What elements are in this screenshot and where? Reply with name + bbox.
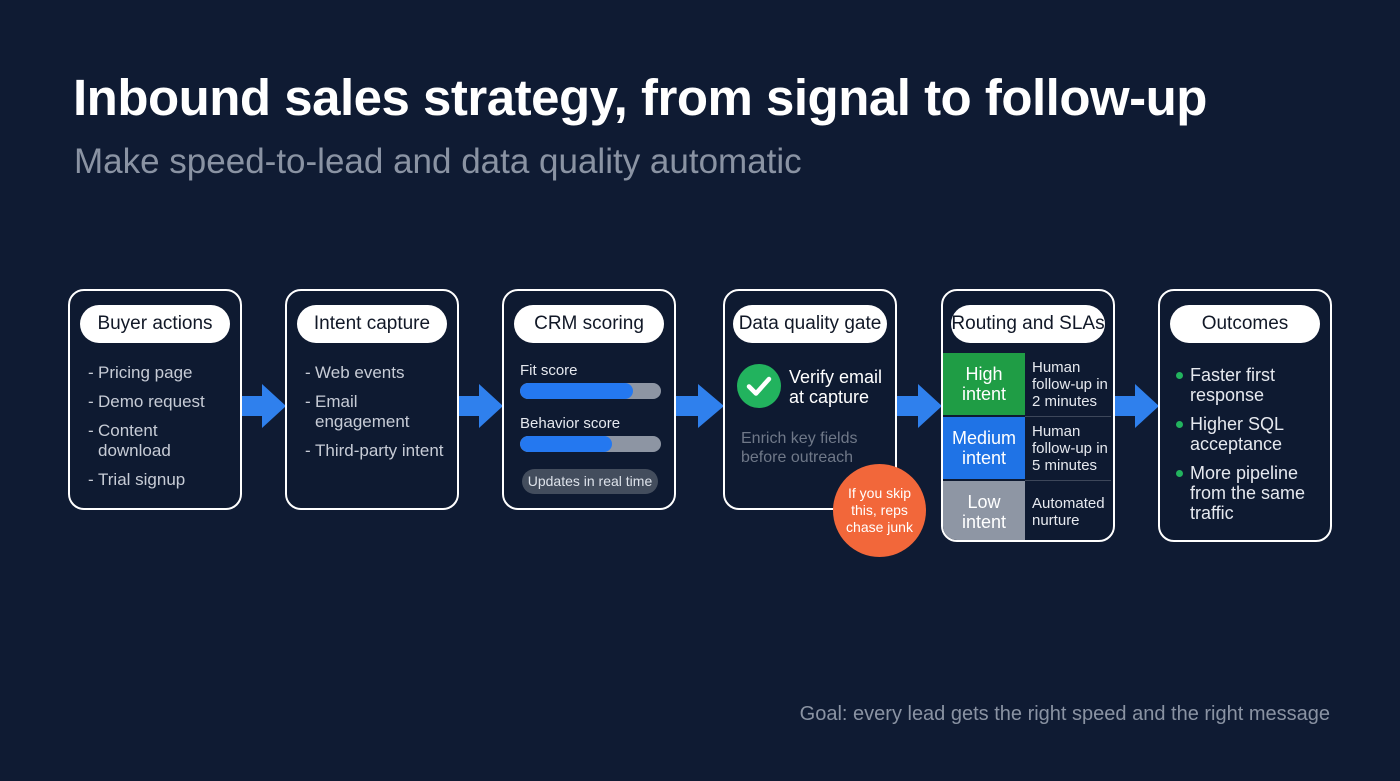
routing-row-medium: Medium intent Human follow-up in 5 minut… bbox=[943, 417, 1113, 480]
stage-buyer-actions: Buyer actions Pricing page Demo request … bbox=[68, 289, 242, 510]
stage-title: Buyer actions bbox=[80, 305, 230, 343]
list-item: Content download bbox=[88, 421, 232, 461]
list-item: Web events bbox=[305, 363, 449, 383]
list-item: Trial signup bbox=[88, 470, 232, 490]
page-title: Inbound sales strategy, from signal to f… bbox=[73, 69, 1207, 126]
low-intent-badge: Low intent bbox=[943, 481, 1025, 540]
medium-intent-sla: Human follow-up in 5 minutes bbox=[1032, 422, 1108, 474]
routing-row-low: Low intent Automated nurture bbox=[943, 481, 1113, 540]
flow-arrow-icon bbox=[676, 384, 724, 428]
intent-capture-list: Web events Email engagement Third-party … bbox=[305, 363, 449, 470]
fit-score-fill bbox=[520, 383, 633, 399]
routing-row-high: High intent Human follow-up in 2 minutes bbox=[943, 353, 1113, 416]
stage-title: Routing and SLAs bbox=[951, 305, 1105, 343]
stage-intent-capture: Intent capture Web events Email engageme… bbox=[285, 289, 459, 510]
list-item: Faster first response bbox=[1176, 365, 1322, 405]
enrich-fields-text: Enrich key fields before outreach bbox=[741, 430, 858, 466]
warning-text: If you skip this, reps chase junk bbox=[846, 485, 913, 535]
list-item: More pipeline from the same traffic bbox=[1176, 463, 1322, 523]
flow-arrow-icon bbox=[897, 384, 942, 428]
behavior-score-bar bbox=[520, 436, 661, 452]
stage-title: CRM scoring bbox=[514, 305, 664, 343]
buyer-actions-list: Pricing page Demo request Content downlo… bbox=[88, 363, 232, 499]
list-item: Demo request bbox=[88, 392, 232, 412]
low-intent-sla: Automated nurture bbox=[1032, 495, 1105, 529]
list-item: Third-party intent bbox=[305, 441, 449, 461]
stage-title: Intent capture bbox=[297, 305, 447, 343]
medium-intent-badge: Medium intent bbox=[943, 417, 1025, 479]
realtime-badge: Updates in real time bbox=[522, 469, 658, 494]
page-subtitle: Make speed-to-lead and data quality auto… bbox=[74, 142, 802, 181]
stage-data-quality-gate: Data quality gate Verify email at captur… bbox=[723, 289, 897, 510]
goal-footer: Goal: every lead gets the right speed an… bbox=[799, 703, 1330, 725]
behavior-score-label: Behavior score bbox=[520, 415, 621, 432]
stage-routing-slas: Routing and SLAs High intent Human follo… bbox=[941, 289, 1115, 542]
stage-crm-scoring: CRM scoring Fit score Behavior score Upd… bbox=[502, 289, 676, 510]
fit-score-label: Fit score bbox=[520, 362, 578, 379]
row-divider bbox=[1025, 416, 1111, 417]
stage-title: Outcomes bbox=[1170, 305, 1320, 343]
outcomes-list: Faster first response Higher SQL accepta… bbox=[1176, 365, 1322, 532]
high-intent-badge: High intent bbox=[943, 353, 1025, 415]
stage-title: Data quality gate bbox=[733, 305, 887, 343]
high-intent-sla: Human follow-up in 2 minutes bbox=[1032, 358, 1108, 410]
stage-outcomes: Outcomes Faster first response Higher SQ… bbox=[1158, 289, 1332, 542]
verify-email-text: Verify email at capture bbox=[789, 367, 883, 407]
fit-score-bar bbox=[520, 383, 661, 399]
row-divider bbox=[1025, 480, 1111, 481]
warning-badge: If you skip this, reps chase junk bbox=[833, 464, 926, 557]
flow-arrow-icon bbox=[242, 384, 286, 428]
behavior-score-fill bbox=[520, 436, 612, 452]
check-circle-icon bbox=[737, 364, 781, 408]
list-item: Pricing page bbox=[88, 363, 232, 383]
flow-arrow-icon bbox=[1115, 384, 1159, 428]
list-item: Email engagement bbox=[305, 392, 449, 432]
flow-arrow-icon bbox=[459, 384, 503, 428]
list-item: Higher SQL acceptance bbox=[1176, 414, 1322, 454]
